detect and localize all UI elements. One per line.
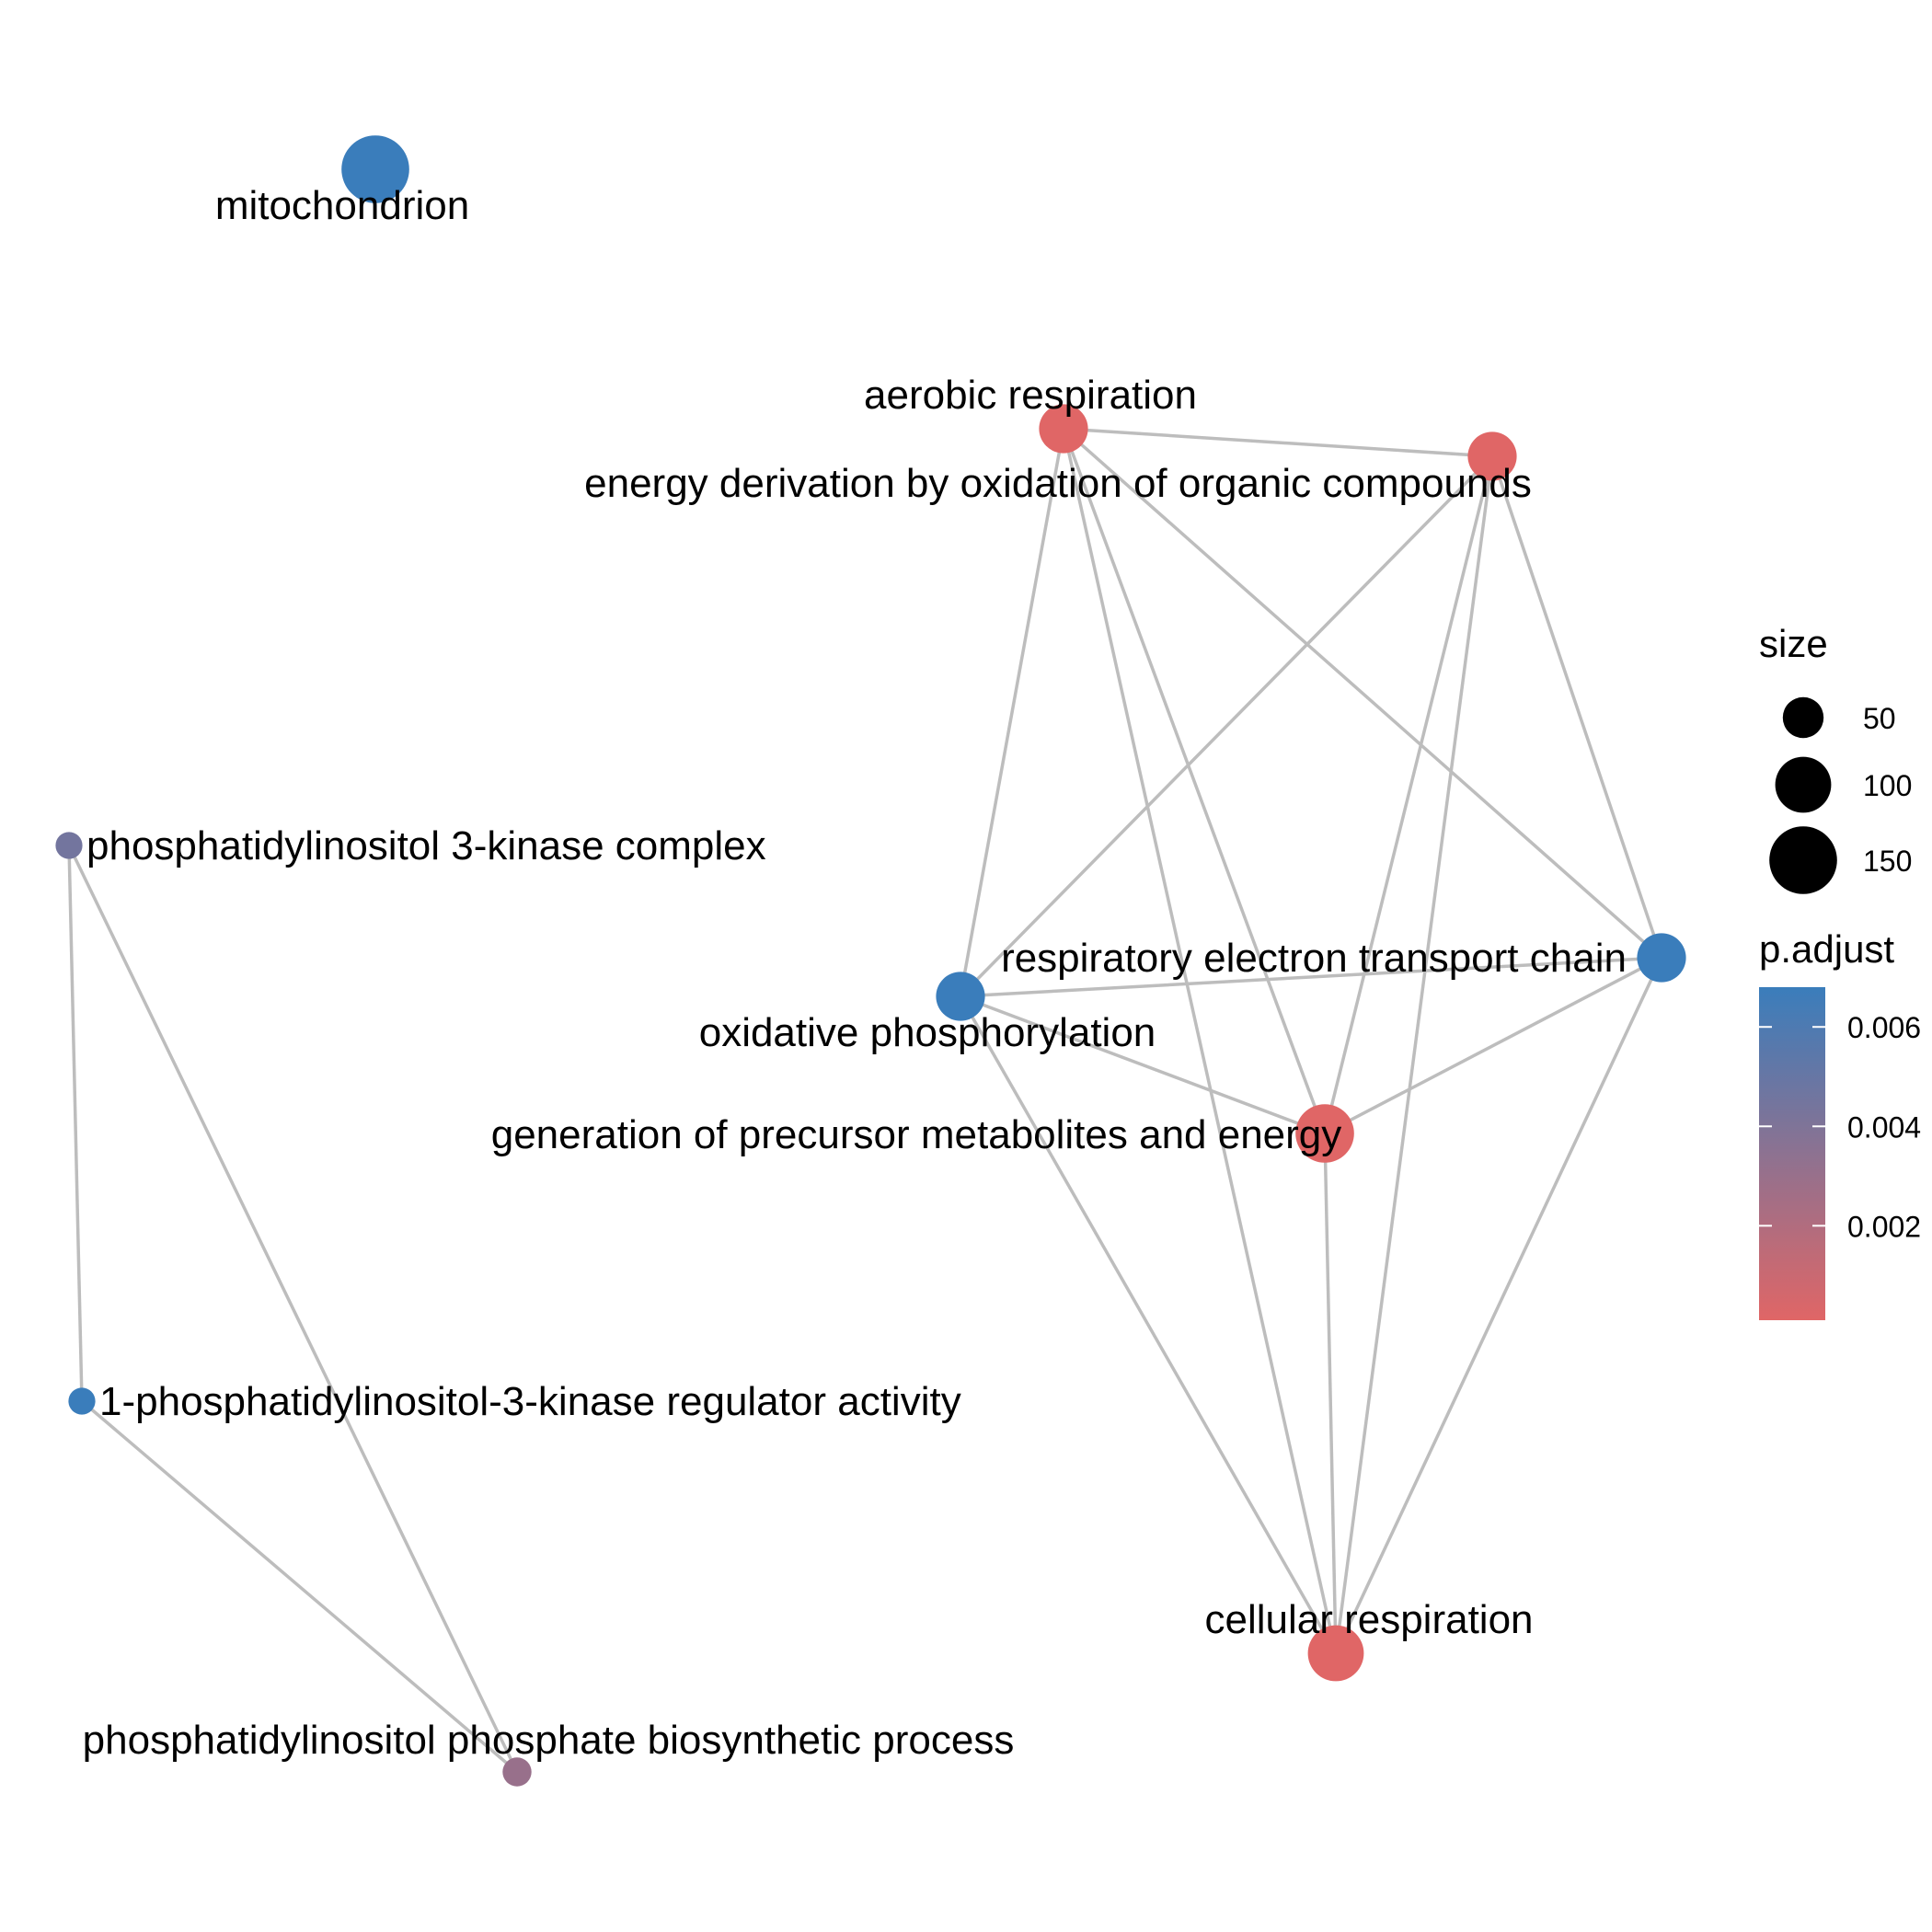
edge-pi3k_regulator-pip_biosynthetic (80, 1399, 519, 1774)
size-legend-key-50 (1782, 696, 1824, 739)
node-generation_precursor[interactable] (1295, 1104, 1354, 1163)
node-label-pip_biosynthetic: phosphatidylinositol phosphate biosynthe… (83, 1718, 1015, 1763)
node-oxphos[interactable] (936, 972, 985, 1021)
node-pip_biosynthetic[interactable] (502, 1757, 532, 1787)
legend: size 50 100 150 p.adjust 0.006 0.004 0.002 (1759, 622, 1921, 1320)
node-label-pi3k_regulator: 1-phosphatidylinositol-3-kinase regulato… (99, 1379, 961, 1424)
node-label-generation_precursor: generation of precursor metabolites and … (491, 1112, 1342, 1157)
node-label-energy_derivation: energy derivation by oxidation of organi… (584, 461, 1532, 506)
edge-respiratory_etc-cellular_respiration (1334, 957, 1663, 1654)
size-legend-key-150 (1769, 826, 1837, 894)
edge-aerobic_respiration-oxphos (959, 428, 1065, 997)
color-legend-label-0.004: 0.004 (1847, 1110, 1921, 1144)
node-label-respiratory_etc: respiratory electron transport chain (1001, 936, 1627, 981)
node-aerobic_respiration[interactable] (1039, 404, 1088, 454)
edge-oxphos-cellular_respiration (959, 995, 1338, 1654)
edge-energy_derivation-oxphos (959, 454, 1494, 998)
edge-energy_derivation-cellular_respiration (1334, 455, 1494, 1654)
edge-generation_precursor-cellular_respiration (1323, 1133, 1338, 1654)
node-cellular_respiration[interactable] (1307, 1625, 1364, 1682)
node-label-oxphos: oxidative phosphorylation (699, 1010, 1156, 1055)
edge-pi3k_complex-pip_biosynthetic (67, 845, 519, 1773)
node-label-aerobic_respiration: aerobic respiration (864, 373, 1197, 418)
color-legend-title: p.adjust (1759, 927, 1894, 971)
node-mitochondrion[interactable] (341, 135, 409, 203)
nodes-layer (55, 135, 1686, 1787)
size-legend-label-50: 50 (1863, 702, 1896, 735)
edges-layer (67, 427, 1663, 1774)
node-label-mitochondrion: mitochondrion (215, 183, 469, 228)
edge-respiratory_etc-generation_precursor (1324, 956, 1662, 1135)
node-label-pi3k_complex: phosphatidylinositol 3-kinase complex (86, 823, 766, 868)
node-pi3k_regulator[interactable] (68, 1387, 96, 1415)
node-label-cellular_respiration: cellular respiration (1204, 1597, 1533, 1642)
size-legend-label-100: 100 (1863, 769, 1912, 802)
edge-aerobic_respiration-energy_derivation (1063, 427, 1493, 458)
size-legend-label-150: 150 (1863, 845, 1912, 878)
edge-aerobic_respiration-cellular_respiration (1062, 428, 1338, 1654)
node-respiratory_etc[interactable] (1637, 933, 1686, 983)
edge-energy_derivation-generation_precursor (1323, 455, 1494, 1134)
node-pi3k_complex[interactable] (55, 832, 83, 859)
color-legend-bar (1759, 987, 1825, 1320)
edge-oxphos-respiratory_etc (960, 956, 1662, 998)
edge-aerobic_respiration-generation_precursor (1062, 428, 1327, 1134)
node-energy_derivation[interactable] (1467, 431, 1517, 481)
edge-energy_derivation-respiratory_etc (1490, 455, 1663, 959)
edge-pi3k_complex-pi3k_regulator (67, 845, 84, 1402)
labels-layer: mitochondrion aerobic respiration energy d… (83, 183, 1627, 1763)
size-legend-key-100 (1775, 756, 1832, 813)
edge-oxphos-generation_precursor (960, 995, 1326, 1135)
color-legend-label-0.006: 0.006 (1847, 1011, 1921, 1044)
edge-aerobic_respiration-respiratory_etc (1062, 427, 1663, 960)
size-legend-title: size (1759, 622, 1828, 665)
color-legend-label-0.002: 0.002 (1847, 1210, 1921, 1243)
